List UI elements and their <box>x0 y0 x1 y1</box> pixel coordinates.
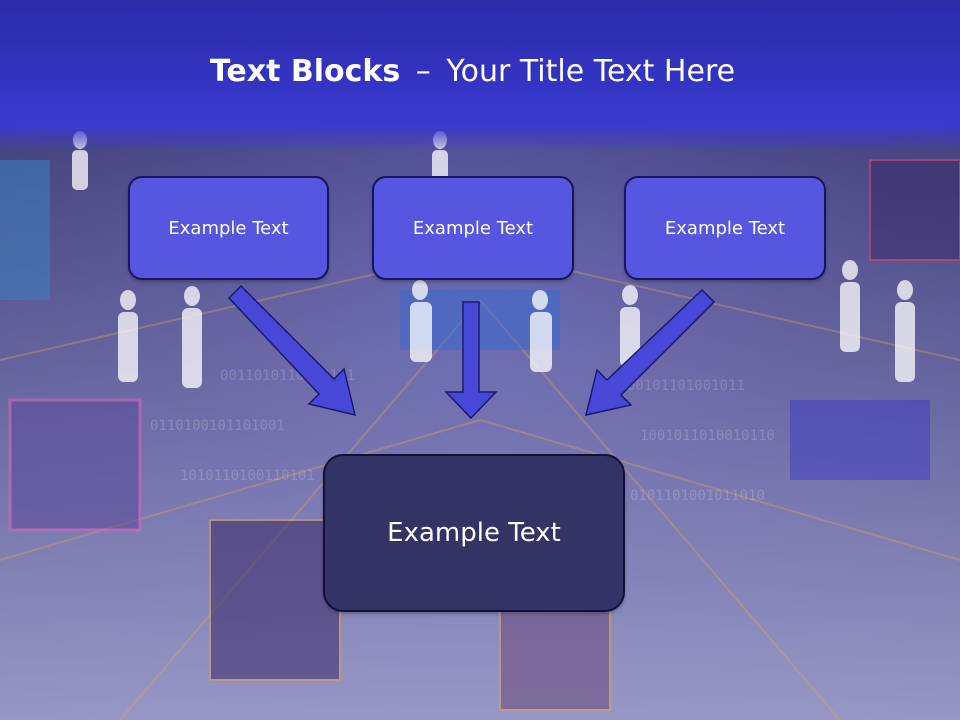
arrow-right <box>584 288 716 416</box>
arrow-left <box>227 284 357 417</box>
title-band <box>0 0 960 152</box>
svg-text:0110100101101001: 0110100101101001 <box>150 418 285 434</box>
text-box-main[interactable]: Example Text <box>323 454 625 612</box>
title-bold: Text Blocks <box>209 54 401 89</box>
svg-text:1010110100110101: 1010110100110101 <box>180 468 315 484</box>
text-box-middle-label: Example Text <box>412 217 534 239</box>
page-title: Text Blocks – Your Title Text Here <box>0 54 945 89</box>
text-box-middle[interactable]: Example Text <box>372 176 574 280</box>
svg-text:1001011010010110: 1001011010010110 <box>640 428 775 444</box>
svg-text:1100101101001011: 1100101101001011 <box>610 378 745 394</box>
text-box-right[interactable]: Example Text <box>624 176 826 280</box>
text-box-right-label: Example Text <box>664 217 786 239</box>
svg-text:0101101001011010: 0101101001011010 <box>630 488 765 504</box>
title-separator: – <box>415 54 431 89</box>
text-box-main-label: Example Text <box>387 518 561 548</box>
arrow-middle <box>444 301 498 420</box>
text-box-left-label: Example Text <box>168 217 289 239</box>
title-rest: Your Title Text Here <box>446 54 736 89</box>
text-box-left[interactable]: Example Text <box>128 176 329 280</box>
